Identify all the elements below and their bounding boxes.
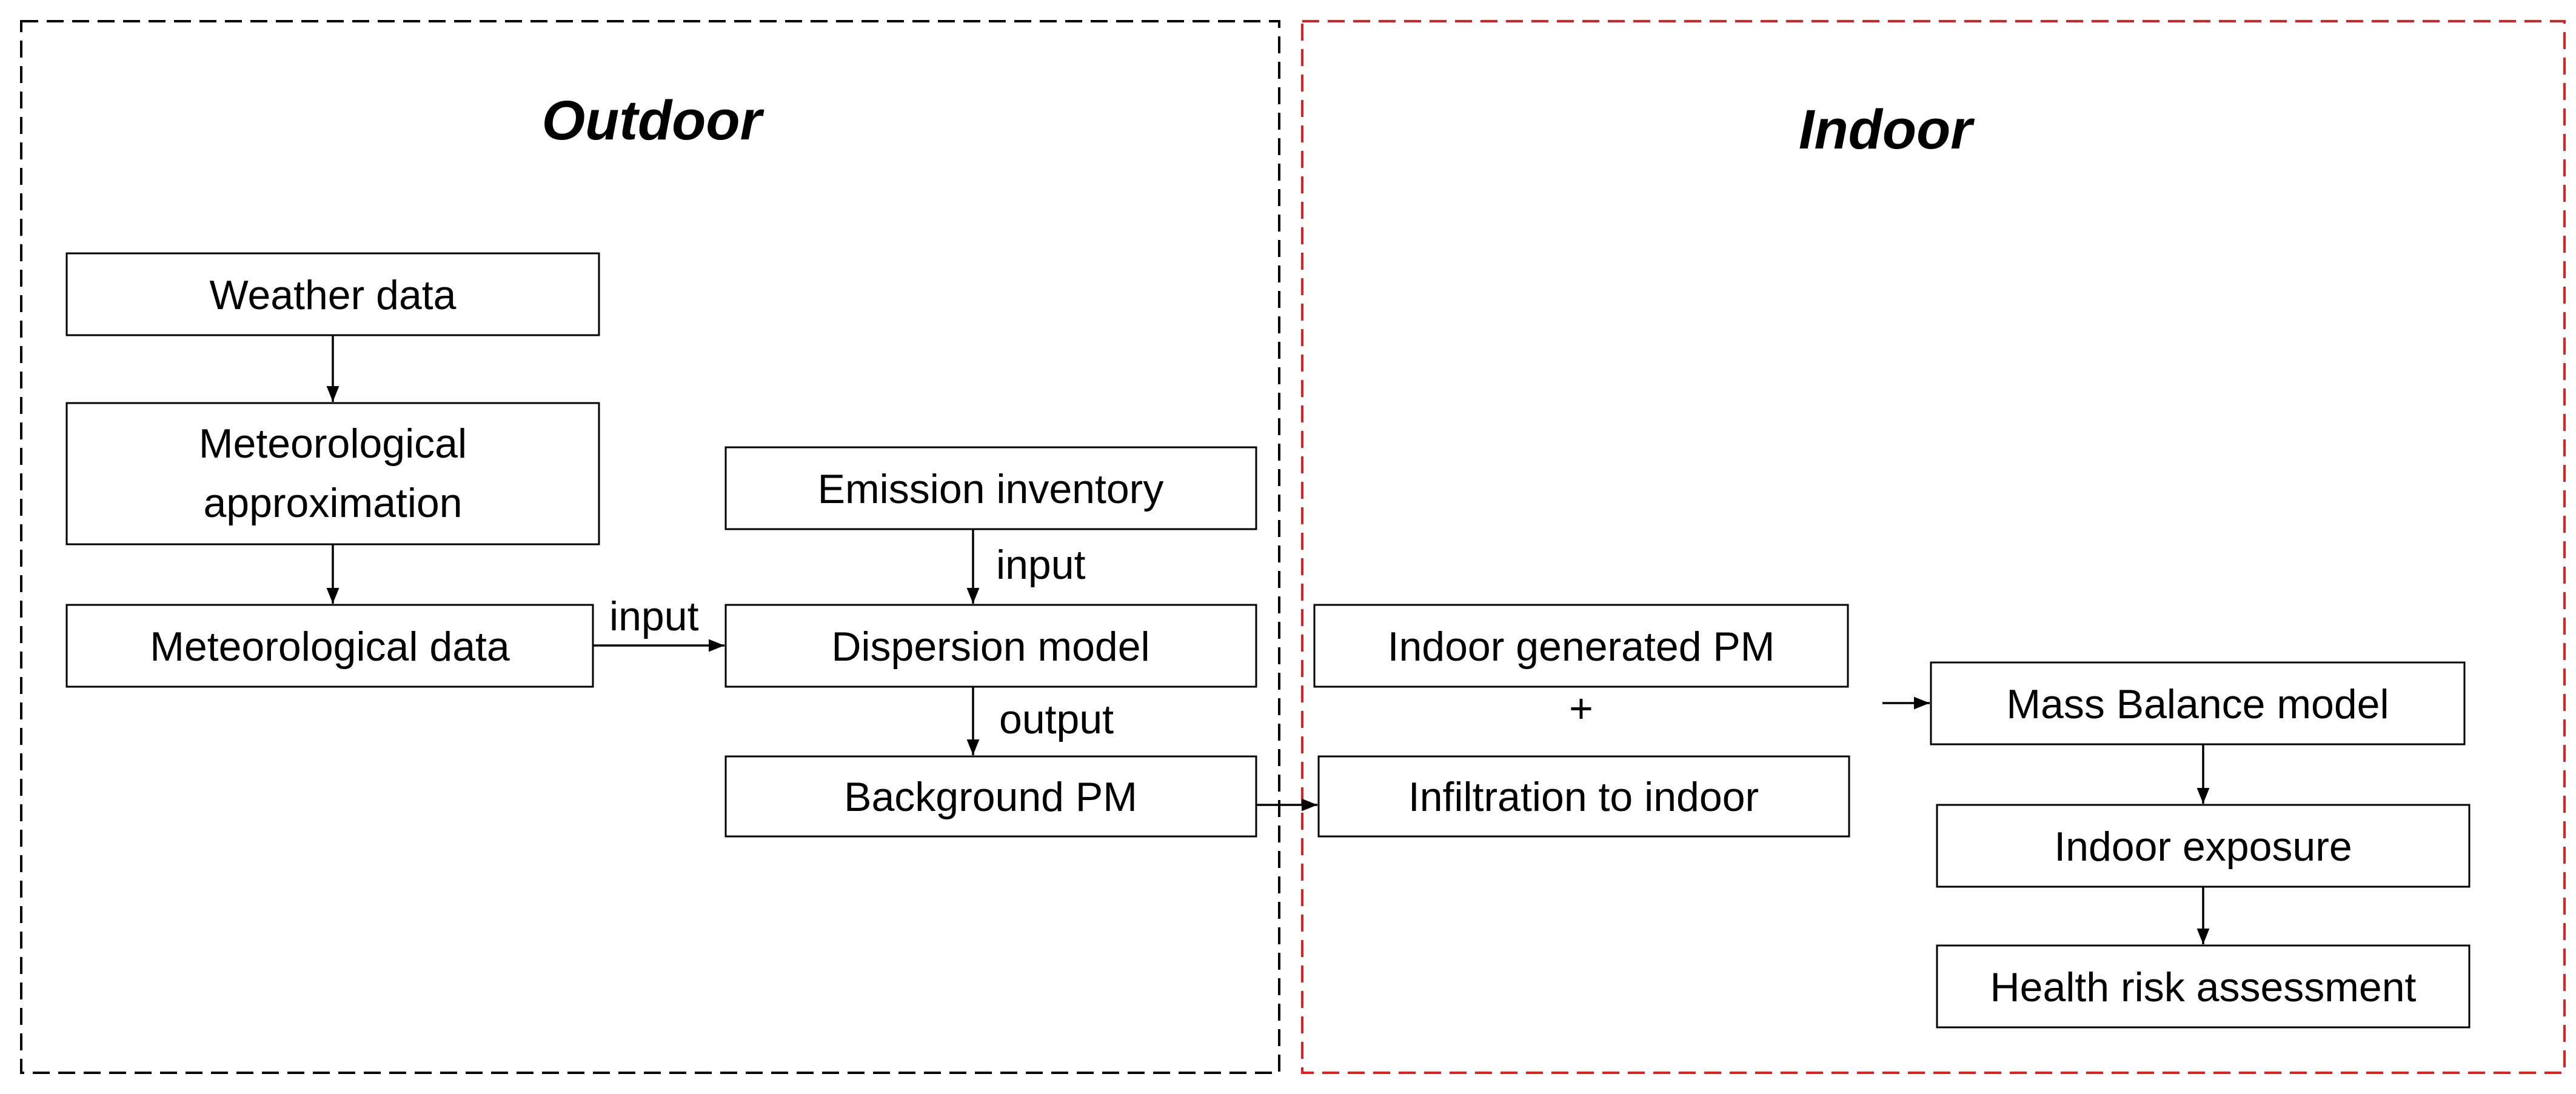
health-risk-assessment-box: Health risk assessment [1936, 944, 2471, 1029]
output-label-dispersion-to-background: output [999, 696, 1114, 742]
emission-inventory-box: Emission inventory [724, 446, 1257, 530]
dispersion-model-box: Dispersion model [724, 604, 1257, 688]
plus-sign: + [1569, 685, 1593, 732]
infiltration-to-indoor-label: Infiltration to indoor [1408, 774, 1759, 820]
meteorological-data-box: Meteorological data [65, 604, 594, 688]
input-label-emission-to-dispersion: input [996, 542, 1086, 588]
input-label-met-to-dispersion: input [609, 593, 699, 639]
indoor-region-frame [1301, 20, 2566, 1074]
mass-balance-model-box: Mass Balance model [1930, 661, 2466, 745]
meteorological-data-label: Meteorological data [150, 624, 510, 670]
outdoor-title: Outdoor [542, 90, 764, 152]
indoor-generated-pm-label: Indoor generated PM [1388, 624, 1775, 670]
emission-inventory-label: Emission inventory [818, 466, 1164, 512]
outdoor-region-frame [20, 20, 1280, 1074]
mass-balance-model-label: Mass Balance model [2006, 681, 2389, 727]
background-pm-label: Background PM [844, 774, 1137, 820]
meteorological-approximation-label-line1: Meteorological [199, 421, 467, 467]
meteorological-approximation-box: Meteorological approximation [65, 402, 600, 545]
infiltration-to-indoor-box: Infiltration to indoor [1317, 755, 1850, 838]
indoor-exposure-box: Indoor exposure [1936, 804, 2471, 888]
indoor-generated-pm-box: Indoor generated PM [1313, 604, 1849, 688]
health-risk-assessment-label: Health risk assessment [1990, 964, 2417, 1010]
indoor-title: Indoor [1799, 99, 1975, 161]
weather-data-box: Weather data [65, 252, 600, 336]
meteorological-approximation-label-line2: approximation [203, 480, 462, 526]
dispersion-model-label: Dispersion model [831, 624, 1149, 670]
indoor-exposure-label: Indoor exposure [2054, 824, 2352, 870]
weather-data-label: Weather data [209, 272, 456, 318]
background-pm-box: Background PM [724, 755, 1257, 838]
